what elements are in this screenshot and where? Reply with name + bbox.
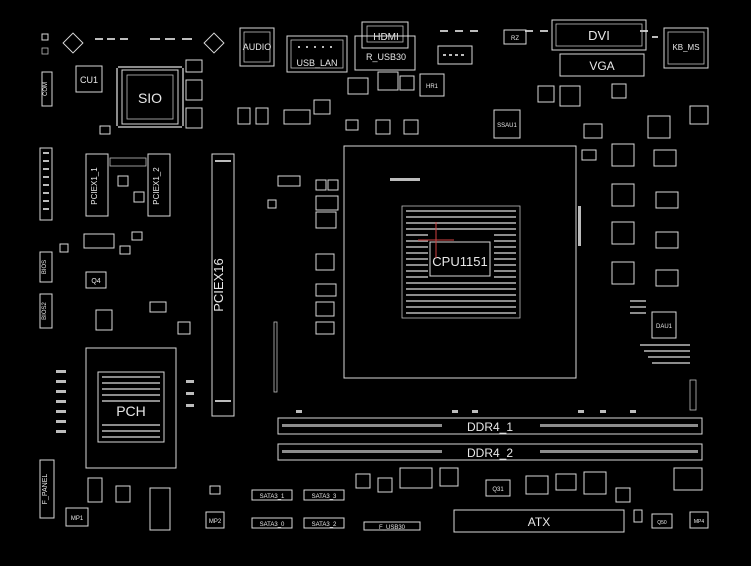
cu1-label: CU1 bbox=[80, 75, 98, 85]
diamond-chip-right bbox=[203, 32, 225, 54]
sata-3-label: SATA3_3 bbox=[312, 494, 337, 500]
kb-ms-port[interactable]: KB_MS bbox=[663, 27, 709, 69]
rz-chip[interactable]: RZ bbox=[503, 29, 527, 45]
dvi-port[interactable]: DVI bbox=[551, 19, 647, 51]
cpu-socket[interactable]: CPU1151 bbox=[343, 145, 581, 379]
sata-2-label: SATA3_2 bbox=[312, 522, 337, 528]
q50-label: Q50 bbox=[657, 520, 667, 526]
ddr4-2-label: DDR4_2 bbox=[467, 446, 513, 460]
bottom-row: SATA3_1 SATA3_3 SATA3_0 SATA3_2 F_USB30 … bbox=[251, 410, 709, 533]
atx-connector[interactable]: ATX bbox=[453, 509, 625, 533]
hr1-chip[interactable]: HR1 bbox=[419, 73, 445, 97]
q31-label: Q31 bbox=[492, 487, 504, 493]
hdmi-port[interactable]: HDMI bbox=[361, 21, 409, 49]
right-top-components bbox=[537, 83, 709, 287]
rear-io-area: AUDIO USB_LAN HDMI R_USB30 RZ bbox=[41, 19, 709, 97]
sata-2-port[interactable]: SATA3_2 bbox=[303, 517, 345, 529]
sata-1-port[interactable]: SATA3_1 bbox=[251, 489, 293, 501]
mp4-chip[interactable]: MP4 bbox=[689, 511, 709, 529]
pch-chip[interactable]: PCH bbox=[85, 347, 177, 469]
mp2-chip[interactable]: MP2 bbox=[205, 511, 225, 529]
rz-label: RZ bbox=[511, 36, 519, 42]
pch-label: PCH bbox=[116, 403, 146, 419]
cpu-socket-label: CPU1151 bbox=[432, 254, 487, 269]
left-vertical-header[interactable] bbox=[39, 147, 53, 221]
vrm-area bbox=[237, 71, 419, 335]
small-header[interactable] bbox=[437, 45, 473, 65]
ssau1-chip[interactable]: SSAU1 bbox=[493, 109, 521, 139]
vga-label: VGA bbox=[589, 59, 614, 73]
sata-0-label: SATA3_0 bbox=[260, 522, 285, 528]
sio-chip[interactable]: SIO bbox=[121, 69, 179, 125]
cpu-pin-field bbox=[406, 210, 516, 314]
bios-label: BIOS bbox=[42, 260, 48, 274]
crosshair-cursor-icon bbox=[418, 222, 454, 258]
dau1-chip[interactable]: DAU1 bbox=[651, 311, 677, 339]
mp4-label: MP4 bbox=[694, 519, 705, 525]
f-usb-label: F_USB30 bbox=[379, 525, 406, 531]
pciex16-label: PCIEX16 bbox=[211, 258, 226, 311]
hr1-label: HR1 bbox=[426, 84, 439, 90]
f-usb30-header[interactable]: F_USB30 bbox=[363, 521, 421, 531]
pciex1-2-slot[interactable]: PCIEX1_2 bbox=[147, 153, 171, 217]
mp2-label: MP2 bbox=[209, 519, 222, 525]
dvi-label: DVI bbox=[588, 28, 610, 43]
usb-lan-port[interactable]: USB_LAN bbox=[286, 35, 348, 73]
r-usb30-label: R_USB30 bbox=[366, 52, 406, 62]
hdmi-label: HDMI bbox=[373, 32, 399, 43]
r-usb30-port[interactable]: R_USB30 bbox=[354, 35, 416, 71]
sata-3-port[interactable]: SATA3_3 bbox=[303, 489, 345, 501]
mp1-chip[interactable]: MP1 bbox=[65, 507, 89, 527]
ddr4-1-slot[interactable]: DDR4_1 bbox=[277, 417, 703, 435]
ssau1-label: SSAU1 bbox=[497, 123, 517, 129]
kb-ms-label: KB_MS bbox=[672, 43, 699, 52]
bios-header[interactable]: BIOS bbox=[39, 251, 53, 283]
q4-chip[interactable]: Q4 bbox=[85, 271, 107, 289]
atx-label: ATX bbox=[528, 515, 550, 529]
f-panel-header[interactable]: F_PANEL bbox=[39, 459, 55, 519]
f-panel-label: F_PANEL bbox=[42, 474, 49, 505]
q4-label: Q4 bbox=[91, 278, 100, 285]
pciex1-1-label: PCIEX1_1 bbox=[90, 167, 99, 205]
vga-port[interactable]: VGA bbox=[559, 53, 645, 77]
diamond-chip-left bbox=[62, 32, 84, 54]
cu1-chip[interactable]: CU1 bbox=[75, 65, 103, 93]
pch-ball-grid bbox=[102, 376, 160, 438]
sata-1-label: SATA3_1 bbox=[260, 494, 285, 500]
pciex16-slot[interactable]: PCIEX16 bbox=[211, 153, 235, 417]
pciex1-1-slot[interactable]: PCIEX1_1 bbox=[85, 153, 109, 217]
ddr4-1-label: DDR4_1 bbox=[467, 420, 513, 434]
ddr4-2-slot[interactable]: DDR4_2 bbox=[277, 443, 703, 461]
bios2-label: BIOS2 bbox=[42, 302, 48, 320]
usb-lan-label: USB_LAN bbox=[296, 58, 337, 68]
com-label: COM bbox=[43, 82, 49, 96]
sio-label: SIO bbox=[138, 90, 162, 106]
bios2-header[interactable]: BIOS2 bbox=[39, 293, 53, 329]
sata-0-port[interactable]: SATA3_0 bbox=[251, 517, 293, 529]
left-column: COM CU1 SIO PCI bbox=[39, 59, 278, 531]
q31-chip[interactable]: Q31 bbox=[485, 479, 511, 497]
audio-label: AUDIO bbox=[243, 42, 272, 52]
pciex1-2-label: PCIEX1_2 bbox=[152, 167, 161, 205]
dau1-label: DAU1 bbox=[656, 324, 673, 330]
mp1-label: MP1 bbox=[71, 516, 84, 522]
right-pad-cluster bbox=[630, 300, 690, 364]
audio-jack[interactable]: AUDIO bbox=[239, 27, 275, 67]
com-header[interactable]: COM bbox=[41, 71, 53, 107]
q50-chip[interactable]: Q50 bbox=[651, 513, 673, 529]
